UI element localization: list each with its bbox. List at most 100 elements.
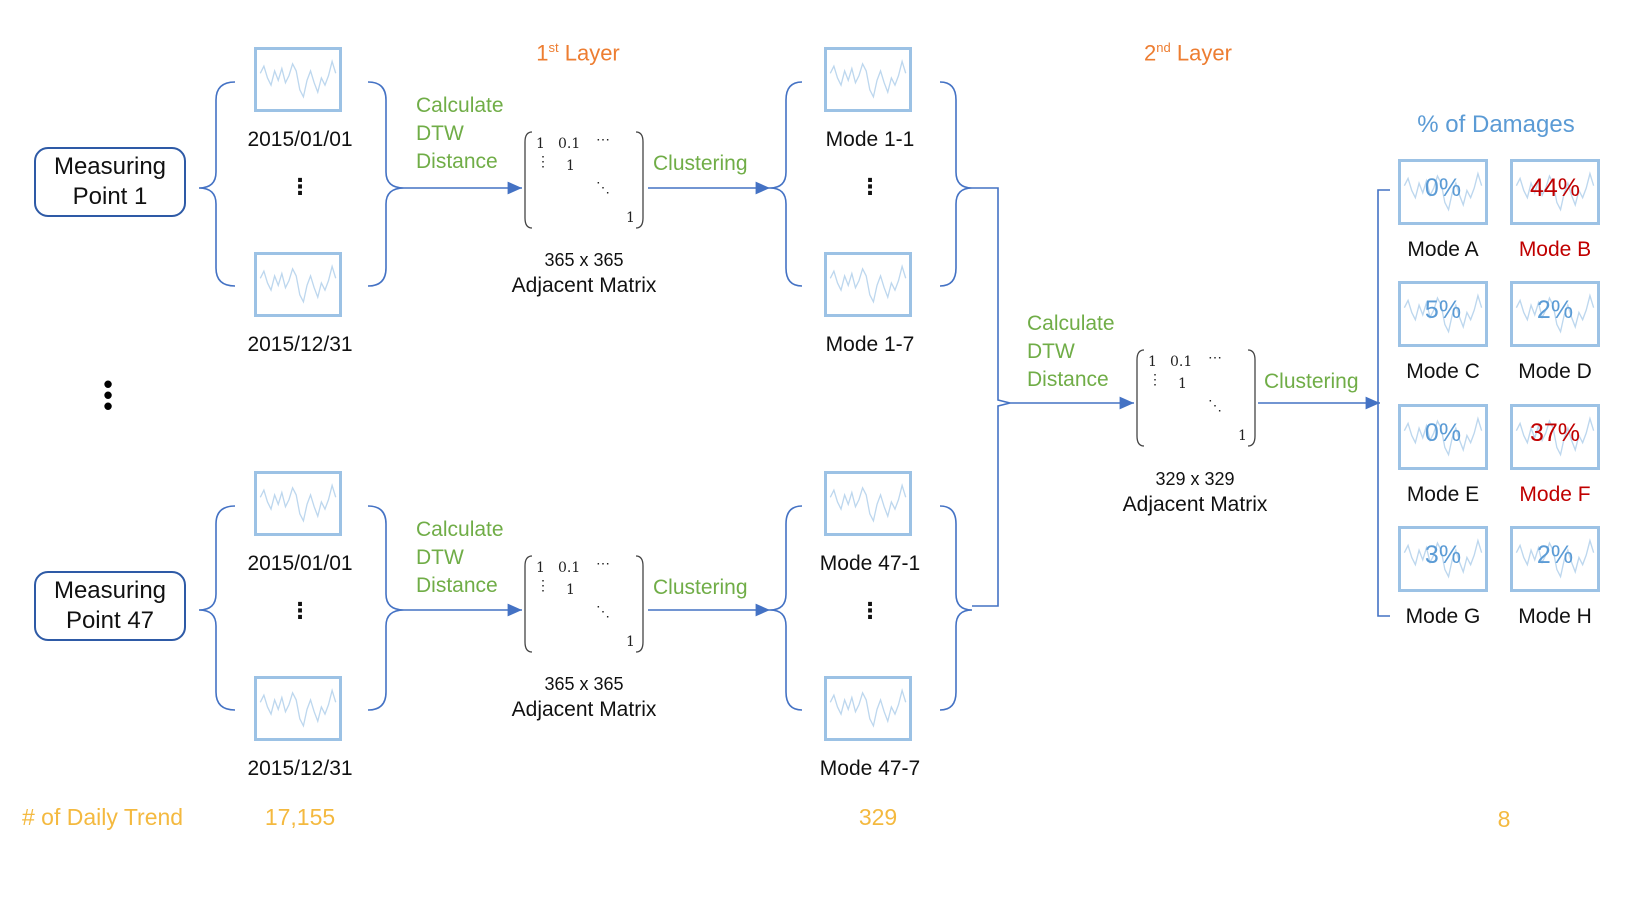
clustering-step: Clustering — [653, 152, 748, 175]
matrix-dimensions: 365 x 365 — [544, 250, 624, 270]
sparkline — [829, 483, 907, 523]
final-mode-label: Mode G — [1405, 605, 1481, 628]
sparkline — [1515, 416, 1595, 457]
brace-mp47-dates-right — [367, 505, 405, 711]
brace-mp1-dates-right — [367, 81, 405, 287]
sparkline — [259, 688, 337, 728]
damage-percentage: 0% — [1424, 419, 1462, 447]
sparkline — [1515, 171, 1595, 212]
date-end-label: 2015/12/31 — [247, 333, 353, 356]
damages-title: % of Damages — [1417, 111, 1575, 138]
mode-thumbnail — [824, 252, 912, 317]
measuring-point-47-box: Measuring Point 47 — [34, 571, 186, 641]
matrix-label: Adjacent Matrix — [511, 274, 657, 297]
modes-ellipsis: ⋮ — [859, 598, 881, 623]
damage-percentage: 3% — [1424, 541, 1462, 569]
matrix-cell: 1 — [566, 582, 575, 598]
damage-percentage: 44% — [1529, 174, 1581, 202]
mode-label: Mode 47-1 — [819, 552, 921, 575]
brace-mp1-modes — [769, 81, 803, 287]
daily-trend-thumbnail — [254, 252, 342, 317]
brace-mp47-dates — [198, 505, 236, 711]
matrix-cell: 1 — [1178, 376, 1187, 392]
matrix-cell: 1 — [626, 634, 635, 650]
final-mode-thumbnail: 5% — [1398, 281, 1488, 347]
brace-merge — [972, 187, 1011, 607]
final-mode-label: Mode C — [1406, 360, 1480, 383]
damage-percentage: 0% — [1424, 174, 1462, 202]
final-mode-label: Mode E — [1406, 483, 1480, 506]
matrix-cell: ⋮ — [1148, 372, 1162, 388]
clustering-step: Clustering — [653, 576, 748, 599]
matrix-cell: 1 — [1148, 354, 1157, 370]
final-mode-thumbnail: 0% — [1398, 404, 1488, 470]
mode-thumbnail — [824, 47, 912, 112]
dates-ellipsis: ⋮ — [289, 598, 311, 623]
modes-ellipsis: ⋮ — [859, 174, 881, 199]
matrix-cell: ⋯ — [1208, 350, 1222, 366]
matrix-label: Adjacent Matrix — [511, 698, 657, 721]
matrix-cell: ⋮ — [536, 578, 550, 594]
final-mode-count: 8 — [1497, 806, 1511, 832]
final-mode-thumbnail: 3% — [1398, 526, 1488, 592]
final-mode-label: Mode A — [1407, 238, 1479, 261]
daily-trend-thumbnail — [254, 47, 342, 112]
first-layer-mode-count: 329 — [858, 804, 898, 830]
sparkline — [1403, 416, 1483, 457]
second-layer-title: 2nd Layer — [1144, 40, 1232, 66]
bracket-final-modes — [1377, 189, 1390, 617]
sparkline — [1403, 171, 1483, 212]
mode-thumbnail — [824, 676, 912, 741]
daily-trend-thumbnail — [254, 676, 342, 741]
mode-label: Mode 47-7 — [819, 757, 921, 780]
sparkline — [1403, 538, 1483, 579]
final-mode-label: Mode F — [1519, 483, 1591, 506]
matrix-cell: ⋱ — [596, 604, 610, 620]
matrix-cell: ⋯ — [596, 556, 610, 572]
clustering-step: Clustering — [1264, 370, 1359, 393]
matrix-cell: ⋯ — [596, 132, 610, 148]
damage-percentage: 37% — [1529, 419, 1581, 447]
matrix-cell: ⋮ — [536, 154, 550, 170]
final-mode-thumbnail: 0% — [1398, 159, 1488, 225]
measuring-point-1-box: Measuring Point 1 — [34, 147, 186, 217]
matrix-dimensions: 365 x 365 — [544, 674, 624, 694]
mode-thumbnail — [824, 471, 912, 536]
matrix-brackets — [1136, 349, 1256, 447]
daily-trend-thumbnail — [254, 471, 342, 536]
matrix-cell: 1 — [1238, 428, 1247, 444]
final-mode-thumbnail: 37% — [1510, 404, 1600, 470]
dates-ellipsis: ⋮ — [289, 174, 311, 199]
matrix-brackets — [524, 555, 644, 653]
sparkline — [1515, 293, 1595, 334]
final-mode-label: Mode D — [1518, 360, 1592, 383]
matrix-dimensions: 329 x 329 — [1155, 469, 1235, 489]
damage-percentage: 5% — [1424, 296, 1462, 324]
damage-percentage: 2% — [1536, 296, 1574, 324]
sparkline — [829, 59, 907, 99]
date-end-label: 2015/12/31 — [247, 757, 353, 780]
final-mode-label: Mode H — [1518, 605, 1592, 628]
date-start-label: 2015/01/01 — [247, 552, 353, 575]
matrix-brackets — [524, 131, 644, 229]
daily-trend-count: 17,155 — [264, 804, 336, 830]
sparkline — [259, 483, 337, 523]
matrix-cell: 0.1 — [558, 136, 581, 152]
sparkline — [829, 264, 907, 304]
sparkline — [829, 688, 907, 728]
matrix-cell: 1 — [536, 136, 545, 152]
measuring-point-1-label: Measuring Point 1 — [53, 153, 167, 210]
daily-trend-count-label: # of Daily Trend — [22, 804, 184, 830]
final-mode-thumbnail: 2% — [1510, 526, 1600, 592]
brace-mp1-modes-right — [939, 81, 973, 287]
sparkline — [259, 59, 337, 99]
mode-label: Mode 1-7 — [825, 333, 915, 356]
final-mode-thumbnail: 44% — [1510, 159, 1600, 225]
matrix-cell: 1 — [626, 210, 635, 226]
sparkline — [1403, 293, 1483, 334]
